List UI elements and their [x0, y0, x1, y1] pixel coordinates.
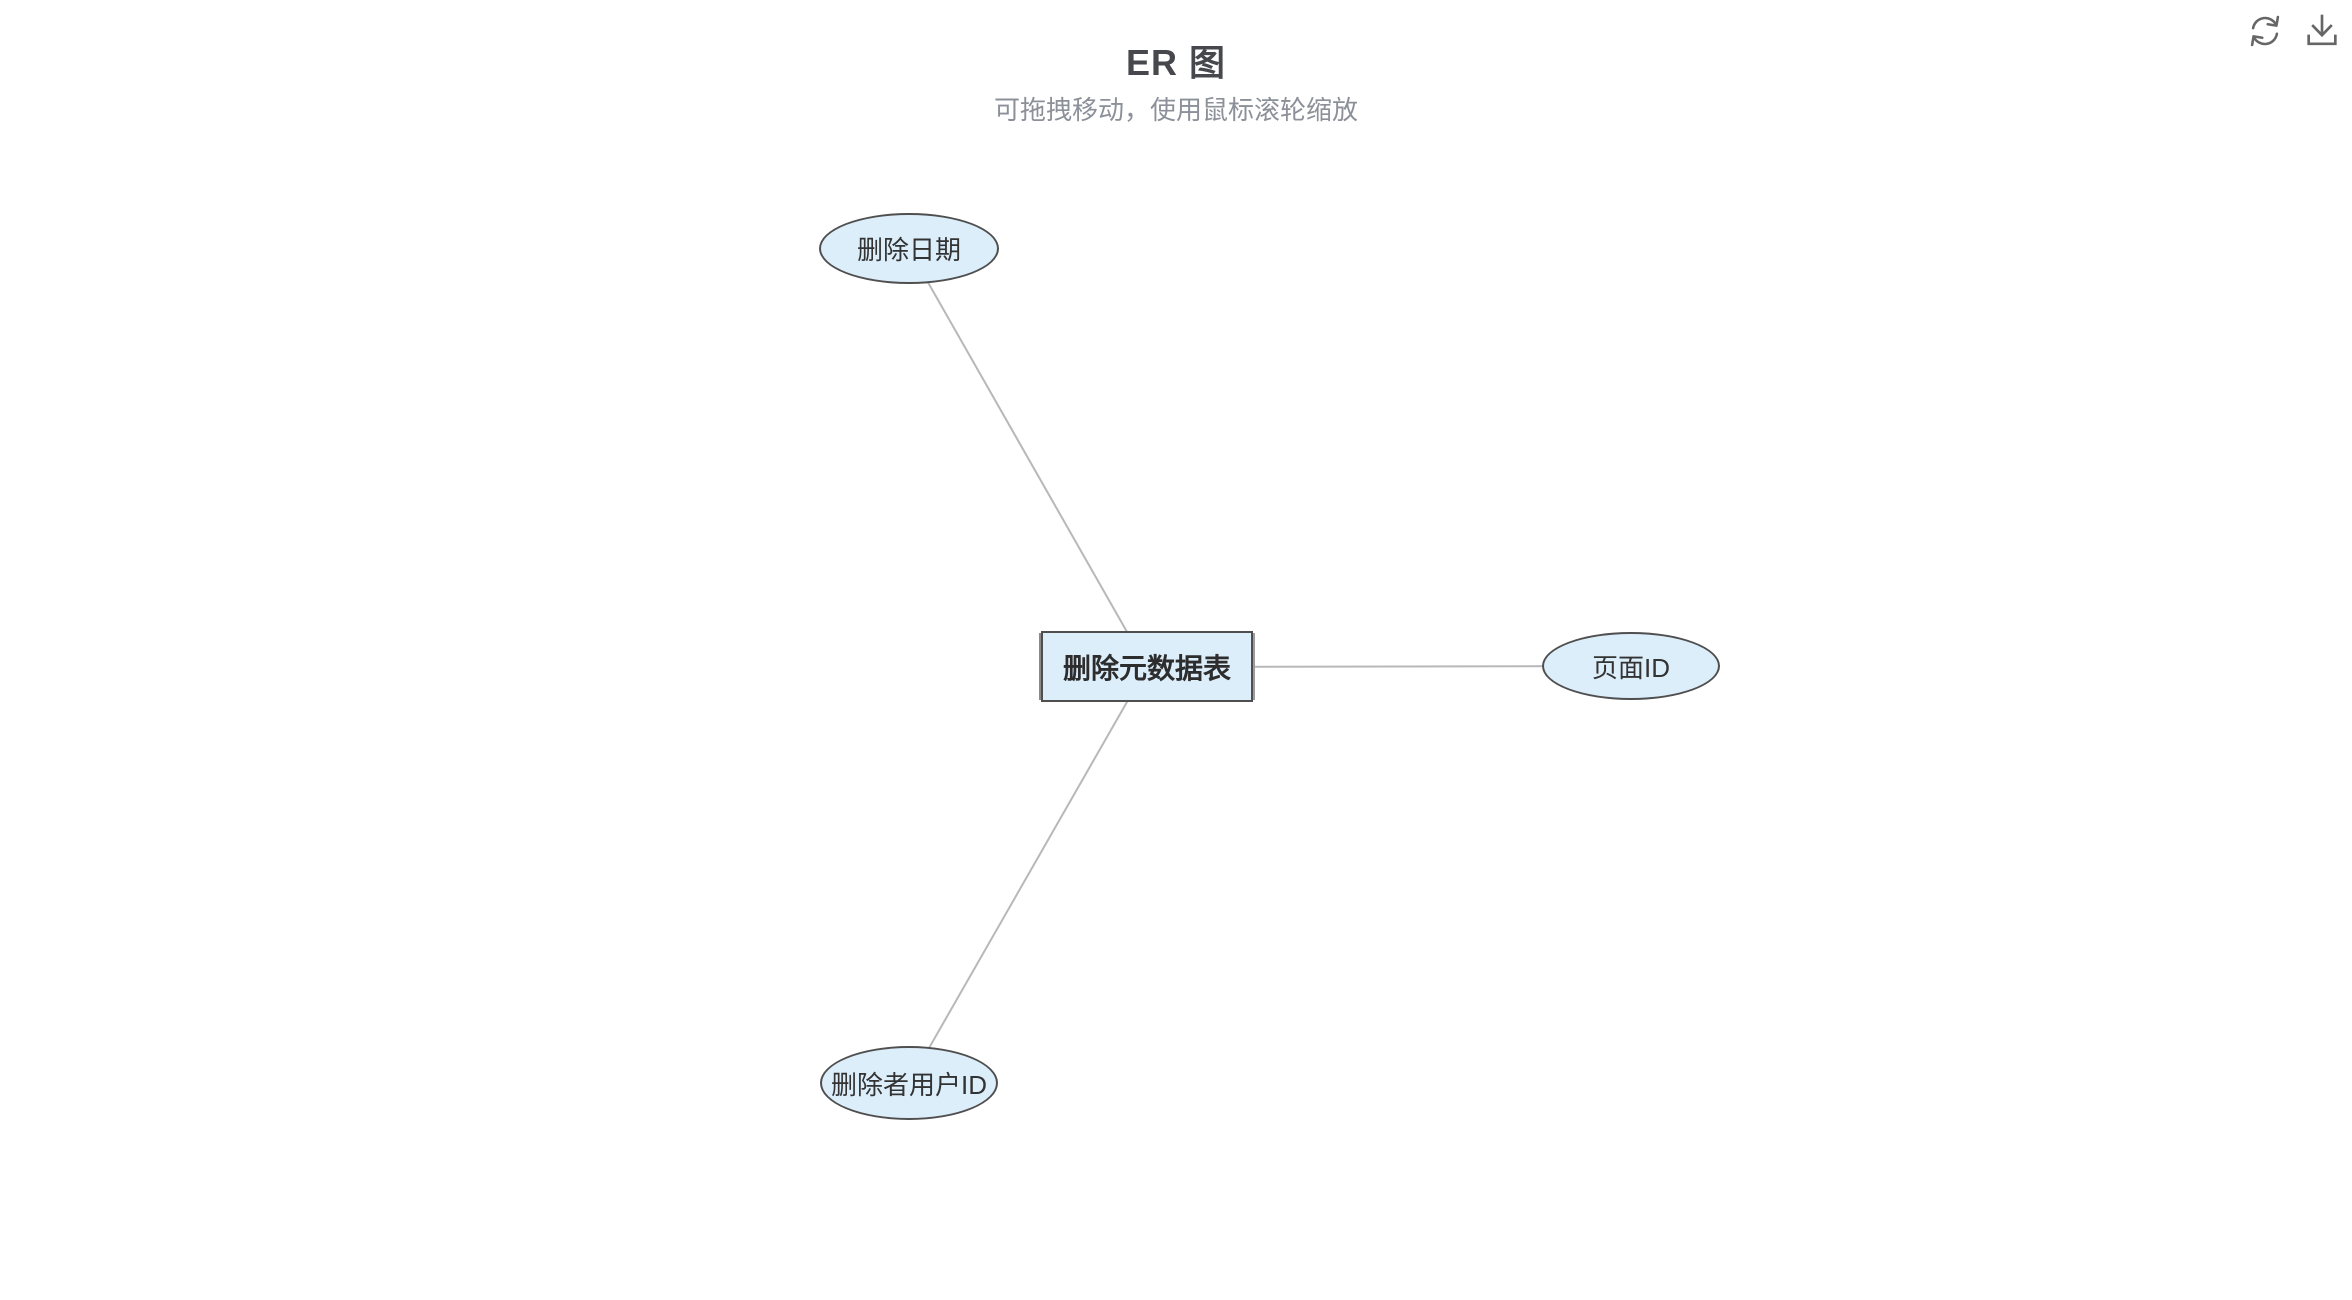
attribute-label: 页面ID: [1591, 652, 1670, 683]
toolbar: [2243, 9, 2344, 53]
attribute-label: 删除日期: [856, 235, 961, 265]
download-button[interactable]: [2300, 9, 2344, 53]
attribute-node-deleter-user-id[interactable]: 删除者用户ID: [820, 1046, 998, 1120]
download-icon: [2307, 14, 2337, 46]
edge-entity-to-deleter-user-id: [908, 666, 1148, 1084]
attribute-label: 删除者用户ID: [830, 1069, 987, 1100]
refresh-button[interactable]: [2243, 9, 2287, 53]
entity-node-delete-metadata-table[interactable]: 删除元数据表: [1041, 631, 1253, 702]
attribute-node-page-id[interactable]: 页面ID: [1542, 632, 1720, 700]
attribute-node-delete-date[interactable]: 删除日期: [819, 213, 999, 284]
entity-label: 删除元数据表: [1062, 652, 1231, 684]
refresh-icon: [2250, 15, 2280, 47]
edge-entity-to-delete-date: [908, 248, 1148, 668]
